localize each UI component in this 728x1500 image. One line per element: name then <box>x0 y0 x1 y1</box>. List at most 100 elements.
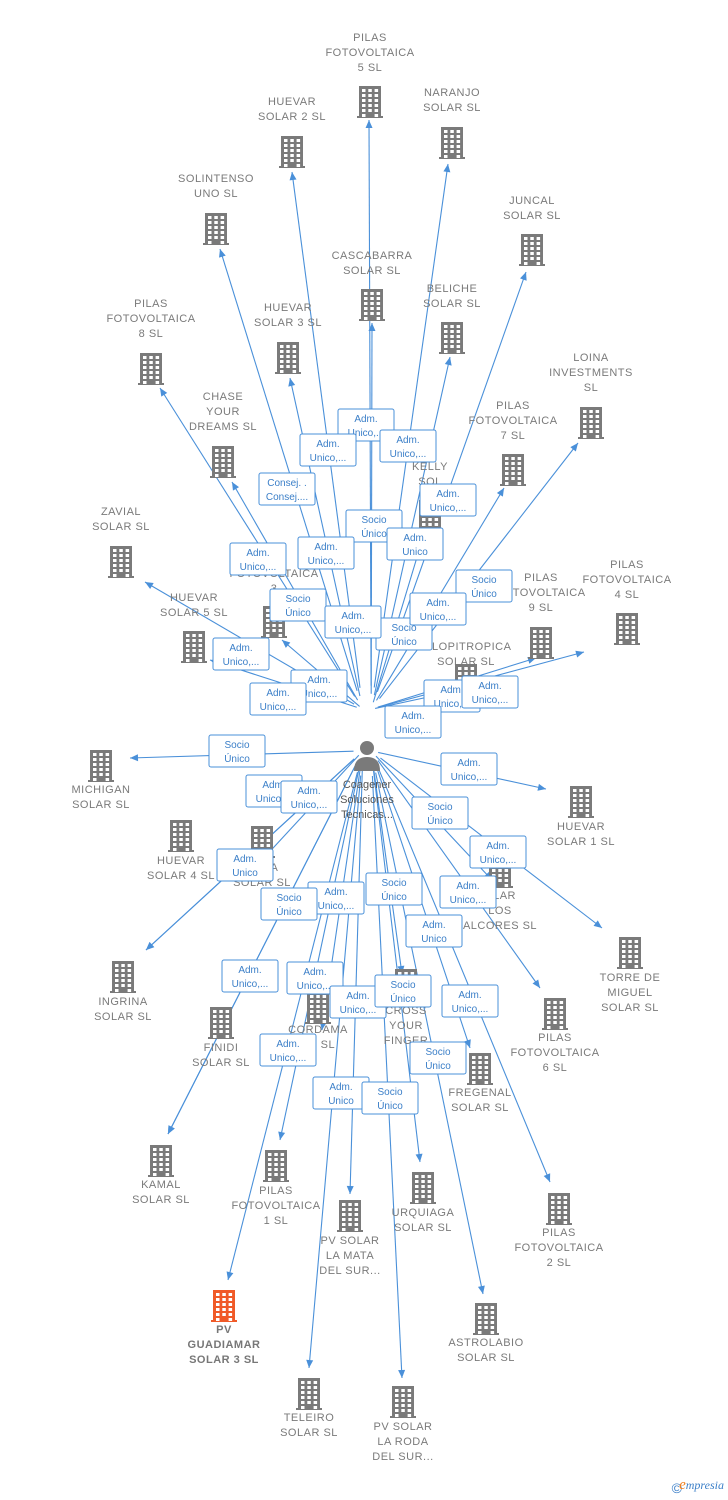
building-window <box>198 644 203 647</box>
center-node[interactable]: CoagenerSolucionesTecnicas... <box>340 741 394 821</box>
role-badge[interactable]: Adm.Unico,... <box>286 961 344 995</box>
building-window <box>125 559 130 562</box>
building-window <box>322 995 327 998</box>
building-window <box>165 1163 170 1166</box>
role-badge[interactable]: Adm.Unico <box>312 1076 370 1110</box>
company-name-line: SOLAR SL <box>132 1194 190 1206</box>
role-badge[interactable]: Adm.Unico,... <box>440 752 498 786</box>
building-window <box>530 247 534 250</box>
role-badge-line: Socio <box>224 740 249 751</box>
role-badge[interactable]: Adm.Unico,... <box>379 429 437 463</box>
role-badge[interactable]: Adm.Unico,... <box>439 875 497 909</box>
edge-39-arrowhead <box>306 1359 314 1368</box>
role-badge[interactable]: Adm.Unico,... <box>299 433 357 467</box>
building-window <box>517 462 522 465</box>
building-window <box>539 630 543 633</box>
building-window <box>165 1158 170 1161</box>
role-badge[interactable]: Adm.Unico,... <box>461 675 519 709</box>
role-badge[interactable]: Adm.Unico,... <box>259 1033 317 1067</box>
building-window <box>401 1394 405 1397</box>
role-badge[interactable]: Consej. .Consej.... <box>258 472 316 506</box>
role-badge[interactable]: Adm.Unico,... <box>229 542 287 576</box>
building-window <box>505 477 509 480</box>
company-name-line: URQUIAGA <box>392 1207 455 1219</box>
role-badge[interactable]: Adm.Unico,... <box>409 592 467 626</box>
building-window <box>153 1173 157 1176</box>
building-window <box>559 1026 564 1029</box>
role-badge-box <box>384 705 442 739</box>
role-badge[interactable]: Adm.Unico,... <box>441 984 499 1018</box>
role-badge[interactable]: Adm.Unico,... <box>280 780 338 814</box>
role-badge[interactable]: Adm.Unico <box>386 527 444 561</box>
role-badge-box <box>208 734 266 768</box>
role-badge-line: Unico,... <box>297 981 334 992</box>
building-window <box>579 809 583 812</box>
role-badge[interactable]: Adm.Unico,... <box>249 682 307 716</box>
role-badge-box <box>419 483 477 517</box>
role-badge-line: Adm. <box>457 758 480 769</box>
building-window <box>368 99 372 102</box>
role-badge[interactable]: Adm.Unico,... <box>212 637 270 671</box>
building-window <box>559 1011 564 1014</box>
role-badge[interactable]: Adm.Unico <box>405 914 463 948</box>
building-window <box>557 1206 561 1209</box>
role-badge[interactable]: Adm.Unico,... <box>384 705 442 739</box>
role-badge[interactable]: Adm.Unico,... <box>419 483 477 517</box>
role-badge[interactable]: Adm.Unico,... <box>221 959 279 993</box>
role-badge[interactable]: Adm.Unico,... <box>469 835 527 869</box>
role-badge[interactable]: Adm.Unico,... <box>324 605 382 639</box>
building-window <box>119 554 123 557</box>
role-badge[interactable]: Adm.Unico <box>216 848 274 882</box>
role-badge-box <box>229 542 287 576</box>
company-name-line: 1 SL <box>264 1215 289 1227</box>
role-badge-box <box>260 887 318 921</box>
role-badge[interactable]: Adm.Unico,... <box>297 536 355 570</box>
brand-logo[interactable]: empresia <box>679 1477 724 1494</box>
building-window <box>213 1015 217 1018</box>
company-name-line: SOLAR SL <box>503 210 561 222</box>
